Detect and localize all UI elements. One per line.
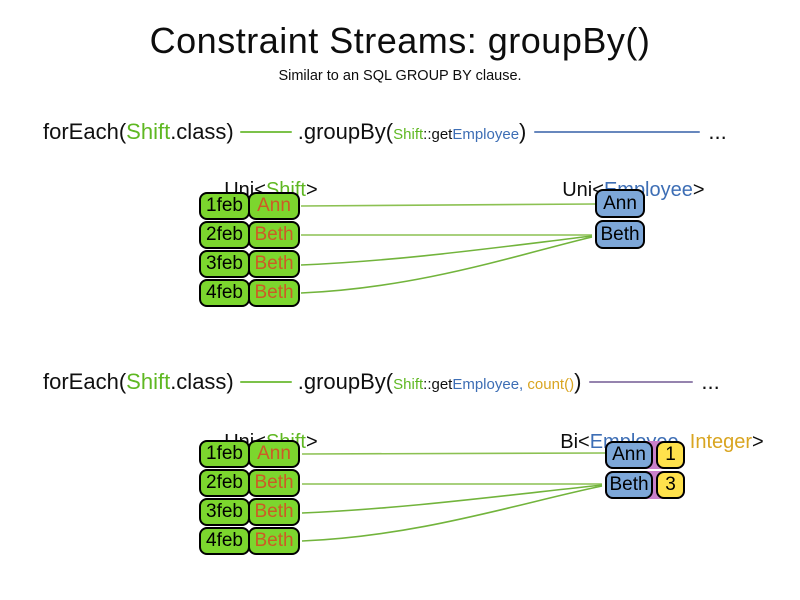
table-row: 2feb Beth <box>199 469 300 497</box>
count-box: 1 <box>656 441 685 469</box>
shift-employee-cell: Beth <box>248 250 300 278</box>
shift-date-cell: 1feb <box>199 440 250 468</box>
shift-table-bottom: 1feb Ann 2feb Beth 3feb Beth 4feb Beth <box>199 440 300 556</box>
code-arg-type: Shift <box>393 126 424 143</box>
table-row: 3feb Beth <box>199 250 300 278</box>
code-groupby-close: ) <box>574 369 582 394</box>
code-ellipsis: ... <box>708 119 727 144</box>
employee-group-box: Ann <box>605 441 653 469</box>
code-foreach-pre: forEach( <box>43 119 127 144</box>
employee-group-box: Ann <box>595 189 645 218</box>
code-arg-prop: Employee <box>452 376 520 393</box>
code-line-groupby-count: forEach(Shift.class) .groupBy(Shift::get… <box>43 369 720 395</box>
code-arg-prop: Employee <box>452 126 520 143</box>
shift-date-cell: 1feb <box>199 192 250 220</box>
table-row: 3feb Beth <box>199 498 300 526</box>
table-row: 1feb Ann <box>199 192 300 220</box>
wire-top-beth3 <box>300 236 593 294</box>
code-arg-getter: ::get <box>423 376 453 393</box>
code-arg-type: Shift <box>393 376 424 393</box>
table-row: 4feb Beth <box>199 527 300 555</box>
stream-line-green <box>239 131 292 133</box>
table-row: 1feb Ann <box>199 440 300 468</box>
shift-employee-cell: Beth <box>248 221 300 249</box>
shift-date-cell: 2feb <box>199 469 250 497</box>
shift-employee-cell: Ann <box>248 192 300 220</box>
shift-employee-cell: Beth <box>248 279 300 307</box>
table-row: 2feb Beth <box>199 221 300 249</box>
wire-top-beth2 <box>300 235 593 266</box>
stream-line-purple <box>589 381 694 383</box>
employee-group-box: Beth <box>595 220 645 249</box>
shift-employee-cell: Beth <box>248 498 300 526</box>
code-groupby-open: .groupBy( <box>297 119 394 144</box>
shift-date-cell: 3feb <box>199 250 250 278</box>
code-foreach-post: .class) <box>170 369 234 394</box>
shift-table-top: 1feb Ann 2feb Beth 3feb Beth 4feb Beth <box>199 192 300 308</box>
shift-date-cell: 4feb <box>199 279 250 307</box>
shift-date-cell: 2feb <box>199 221 250 249</box>
count-box: 3 <box>656 471 685 499</box>
code-foreach-type: Shift <box>126 369 171 394</box>
code-arg-comma: , <box>519 376 528 393</box>
bi-tuple-row: Ann 1 <box>605 441 685 469</box>
code-groupby-close: ) <box>519 119 527 144</box>
page-title: Constraint Streams: groupBy() <box>149 20 651 61</box>
code-foreach-pre: forEach( <box>43 369 127 394</box>
shift-date-cell: 3feb <box>199 498 250 526</box>
stream-line-green <box>239 381 292 383</box>
code-arg-count: count() <box>527 376 575 393</box>
employee-group-box: Beth <box>605 471 653 499</box>
stream-line-blue <box>534 131 701 133</box>
table-row: 4feb Beth <box>199 279 300 307</box>
code-ellipsis: ... <box>701 369 720 394</box>
wire-bot-beth3 <box>301 485 603 542</box>
shift-date-cell: 4feb <box>199 527 250 555</box>
wire-bot-beth2 <box>301 484 603 514</box>
shift-employee-cell: Beth <box>248 527 300 555</box>
code-groupby-open: .groupBy( <box>297 369 394 394</box>
bi-tuple-row: Beth 3 <box>605 471 685 499</box>
code-line-groupby: forEach(Shift.class) .groupBy(Shift::get… <box>43 119 727 145</box>
code-foreach-type: Shift <box>126 119 171 144</box>
code-arg-getter: ::get <box>423 126 453 143</box>
page-subtitle: Similar to an SQL GROUP BY clause. <box>278 68 522 84</box>
shift-employee-cell: Beth <box>248 469 300 497</box>
code-foreach-post: .class) <box>170 119 234 144</box>
shift-employee-cell: Ann <box>248 440 300 468</box>
